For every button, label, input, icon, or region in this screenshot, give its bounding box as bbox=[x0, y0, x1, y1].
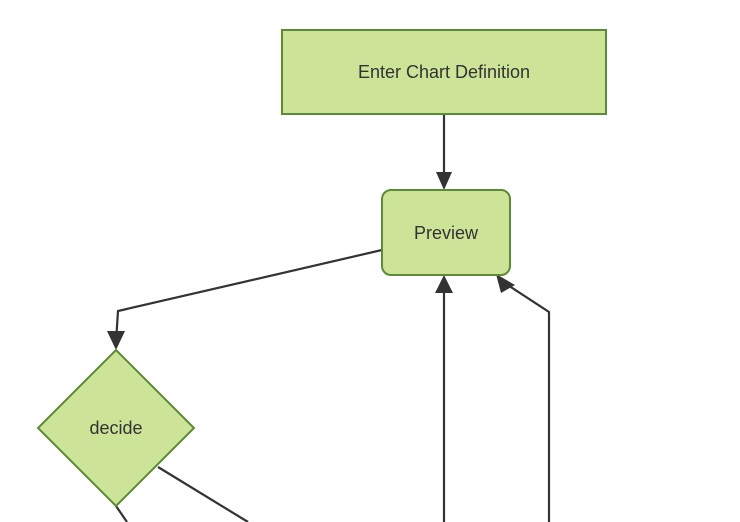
arrow-head-icon bbox=[436, 172, 452, 190]
node-preview[interactable]: Preview bbox=[381, 189, 511, 276]
edge-enter-to-preview bbox=[436, 114, 452, 190]
node-label: Preview bbox=[414, 223, 479, 243]
node-shape-rectangle[interactable] bbox=[281, 29, 607, 115]
edge-line bbox=[499, 279, 551, 522]
edge-bottom-into-preview-diagonal bbox=[496, 274, 551, 522]
node-enter-chart-definition[interactable]: Enter Chart Definition bbox=[281, 29, 607, 115]
arrow-head-icon bbox=[435, 275, 453, 293]
arrow-head-icon bbox=[496, 274, 515, 293]
edge-layer bbox=[107, 114, 551, 522]
edge-line bbox=[115, 505, 128, 522]
node-layer: Enter Chart Definition Preview decide bbox=[36, 29, 607, 508]
edge-decide-down-left bbox=[115, 505, 128, 522]
node-label: Enter Chart Definition bbox=[358, 62, 530, 82]
node-shape-rounded-rectangle[interactable] bbox=[381, 189, 511, 276]
edge-line bbox=[157, 466, 249, 522]
edge-line bbox=[114, 248, 383, 343]
edge-bottom-into-preview-vertical bbox=[435, 275, 453, 522]
node-decide[interactable]: decide bbox=[36, 348, 196, 508]
edge-preview-to-decide bbox=[107, 248, 383, 350]
edge-decide-down-right bbox=[157, 466, 249, 522]
node-shape-diamond[interactable] bbox=[36, 348, 196, 508]
node-label: decide bbox=[89, 418, 142, 438]
arrow-head-icon bbox=[107, 331, 125, 350]
